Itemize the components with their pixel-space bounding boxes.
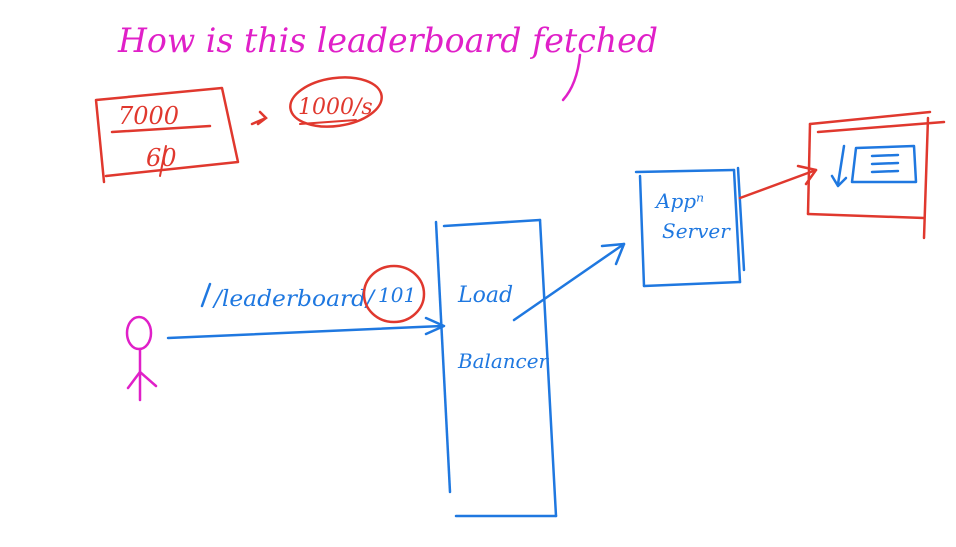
result-circle <box>289 76 383 128</box>
rate-result: 1000/s <box>298 95 373 120</box>
request-path-text: /leaderboard/ <box>212 287 377 312</box>
request-id-circle <box>362 264 426 324</box>
app-server-box <box>634 166 746 288</box>
app-to-db-arrow <box>738 164 818 200</box>
path-slash <box>200 282 212 308</box>
rate-note: 7000 60 1000/s <box>94 76 383 184</box>
app-server-label-line2: Server <box>662 219 731 243</box>
strike-mark <box>159 145 167 177</box>
app-server-label-line1: Appⁿ <box>654 189 704 213</box>
request-id-text: 101 <box>378 283 416 307</box>
result-underline <box>299 119 357 125</box>
heading-text: How is this leaderboard fetched <box>117 21 658 61</box>
list-icon <box>830 144 918 188</box>
load-balancer-label-line2: Balancer <box>457 349 549 373</box>
implies-arrow <box>250 110 268 126</box>
database-icon <box>806 110 946 240</box>
request-arrow <box>166 316 446 340</box>
heading-tail-stroke <box>561 53 582 102</box>
rate-box <box>94 86 240 184</box>
fraction-line <box>110 124 212 134</box>
user-stick-figure-icon <box>125 315 158 402</box>
load-balancer-box <box>434 218 558 518</box>
rate-numerator: 7000 <box>118 102 179 130</box>
load-balancer-label-line1: Load <box>457 283 513 308</box>
lb-to-app-arrow <box>512 242 626 322</box>
